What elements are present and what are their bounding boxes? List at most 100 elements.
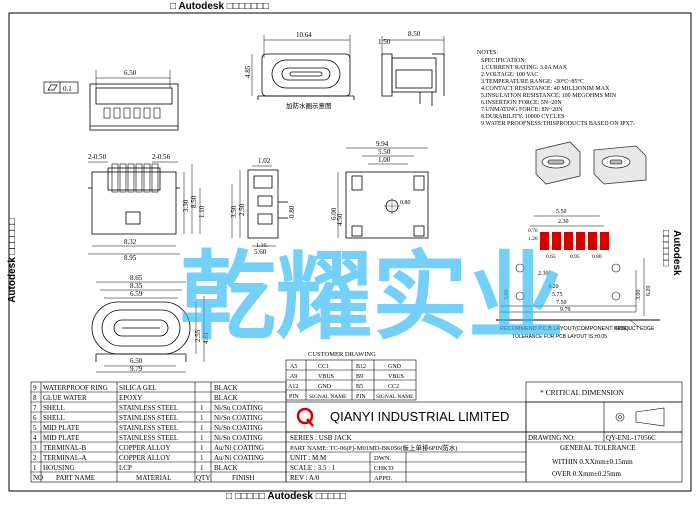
dim-5-50: 5.50 xyxy=(378,148,391,156)
pcb-dim-2-30: 2.30 xyxy=(558,219,569,225)
pcb-pad xyxy=(564,232,573,250)
svg-text:TERMINAL-A: TERMINAL-A xyxy=(43,454,87,462)
appd-label: APPD. xyxy=(374,475,393,482)
unit-label: UNIT : M.M xyxy=(290,454,327,462)
watermark-bottom: □ □□□□□ Autodesk □□□□□ xyxy=(226,491,346,502)
svg-text:BLACK: BLACK xyxy=(214,384,238,392)
pcb-dim-5-75: 5.75 xyxy=(552,292,563,298)
svg-text:1: 1 xyxy=(200,434,204,442)
svg-text:COPPER ALLOY: COPPER ALLOY xyxy=(119,444,171,452)
svg-text:1: 1 xyxy=(200,424,204,432)
svg-text:GND: GND xyxy=(388,364,402,370)
svg-text:LCP: LCP xyxy=(119,464,132,472)
note-line: 1.CURRENT RATING: 3.0A MAX xyxy=(481,65,568,71)
dim-8-65: 8.65 xyxy=(130,274,143,282)
qianyi-logo xyxy=(296,407,314,427)
view-top-center xyxy=(251,35,355,100)
svg-text:B5: B5 xyxy=(356,384,363,390)
dim-6-50-b: 6.50 xyxy=(130,357,143,365)
dim-6-59: 6.59 xyxy=(130,290,143,298)
pcb-product-edge: PRODUCT EDGE xyxy=(614,326,655,332)
pin-table xyxy=(285,359,417,401)
svg-text:STAINLESS STEEL: STAINLESS STEEL xyxy=(119,434,178,442)
svg-text:STAINLESS STEEL: STAINLESS STEEL xyxy=(119,414,178,422)
note-line: 6.INSERTION FORCE: 5N~20N xyxy=(481,100,562,106)
svg-text:3: 3 xyxy=(33,444,37,452)
svg-text:Au/Ni COATING: Au/Ni COATING xyxy=(214,454,264,462)
svg-text:4: 4 xyxy=(33,434,37,442)
dim-4-61: 4.61 xyxy=(202,331,210,344)
dim-0-80: 0.80 xyxy=(288,205,296,218)
svg-text:PIN: PIN xyxy=(289,394,299,400)
pcb-layout xyxy=(496,215,660,329)
pcb-dim-1-20: 1.20 xyxy=(528,236,538,242)
svg-text:WATERPROOF RING: WATERPROOF RING xyxy=(43,384,108,392)
dim-2-55: 2.55 xyxy=(194,329,202,342)
company-name: QIANYI INDUSTRIAL LIMITED xyxy=(330,409,509,424)
svg-text:A9: A9 xyxy=(290,374,297,380)
dim-3-50: 3.50 xyxy=(230,205,238,218)
drawing-no: QY-ENL-17056C xyxy=(606,434,656,442)
pcb-pad xyxy=(552,232,561,250)
view-top-right xyxy=(381,36,445,106)
svg-text:GLUE WATER: GLUE WATER xyxy=(43,394,87,402)
pcb-dim-0-95: 0.95 xyxy=(570,254,580,260)
pcb-dim-4-20: 4.20 xyxy=(548,284,559,290)
note-line: 3.TEMPERATURE RANGE: -30°C~85°C xyxy=(481,78,584,85)
svg-text:1: 1 xyxy=(200,444,204,452)
view-mid-left xyxy=(88,161,201,255)
dwn-label: DWN. xyxy=(374,455,392,462)
svg-text:SHELL: SHELL xyxy=(43,404,65,412)
view-mid-side xyxy=(231,165,288,247)
svg-text:7: 7 xyxy=(33,404,37,412)
dim-3-30: 3.30 xyxy=(182,199,190,212)
svg-text:1: 1 xyxy=(200,464,204,472)
pcb-dim-3-00: 3.00 xyxy=(504,290,510,301)
critical-dimension: * CRITICAL DIMENSION xyxy=(540,388,624,397)
dim-4-85: 4.85 xyxy=(244,65,252,78)
pcb-pad xyxy=(588,232,597,250)
dim-10-64: 10.64 xyxy=(296,31,312,39)
dim-2-50: 2.50 xyxy=(238,203,246,216)
view-lower-left xyxy=(91,281,205,373)
pcb-pad xyxy=(540,232,549,250)
svg-text:VBUS: VBUS xyxy=(318,374,334,380)
dim-8-35: 8.35 xyxy=(130,282,143,290)
customer-drawing-title: CUSTOMER DRAWING xyxy=(308,351,376,358)
pcb-dim-3-00-b: 3.00 xyxy=(636,290,642,301)
dim-1-50: 1.50 xyxy=(378,38,391,46)
sheet-border xyxy=(8,12,692,492)
svg-text:FINISH: FINISH xyxy=(232,474,255,482)
svg-text:B9: B9 xyxy=(356,374,363,380)
svg-text:MATERIAL: MATERIAL xyxy=(136,474,171,482)
pcb-tolerance: TOLERANCE FOR PCB LAYOUT IS ±0.05 xyxy=(512,334,607,340)
notes-heading: NOTES: xyxy=(477,50,498,56)
svg-text:BLACK: BLACK xyxy=(214,394,238,402)
tolerance-over: OVER 0.Xmm±0.25mm xyxy=(552,470,622,478)
dim-8-95: 8.95 xyxy=(124,254,137,262)
svg-text:Au/Ni COATING: Au/Ni COATING xyxy=(214,444,264,452)
svg-text:STAINLESS STEEL: STAINLESS STEEL xyxy=(119,424,178,432)
pcb-dim-2-30-b: 2.30 xyxy=(538,271,549,277)
svg-text:A12: A12 xyxy=(288,384,298,390)
note-line: 7.UNMATING FORCE: 8N~20N xyxy=(481,107,563,113)
dim-5-60: 5.60 xyxy=(254,248,267,256)
svg-text:BLACK: BLACK xyxy=(214,464,238,472)
pcb-dim-7-50: 7.50 xyxy=(556,300,567,306)
svg-text:8: 8 xyxy=(33,394,37,402)
svg-text:EPOXY: EPOXY xyxy=(119,394,142,402)
top-view-note: 加防水圈示意图 xyxy=(286,101,332,110)
chkd-label: CHK'D xyxy=(374,465,394,472)
dim-2-0-50: 2-0.50 xyxy=(88,153,107,161)
dim-2-0-56: 2-0.56 xyxy=(152,153,171,161)
svg-text:NO: NO xyxy=(33,474,43,482)
svg-text:1: 1 xyxy=(200,414,204,422)
series-label: SERIES : USB JACK xyxy=(290,434,352,442)
watermark-right: Autodesk □□□□□□ xyxy=(660,230,682,276)
tolerance-within: WITHIN 0.XXmm±0.15mm xyxy=(552,458,633,466)
pcb-title: RECOMMEND P.C.B LAYOUT(COMPONENT SIDE) xyxy=(500,326,629,332)
svg-text:B12: B12 xyxy=(356,364,366,370)
